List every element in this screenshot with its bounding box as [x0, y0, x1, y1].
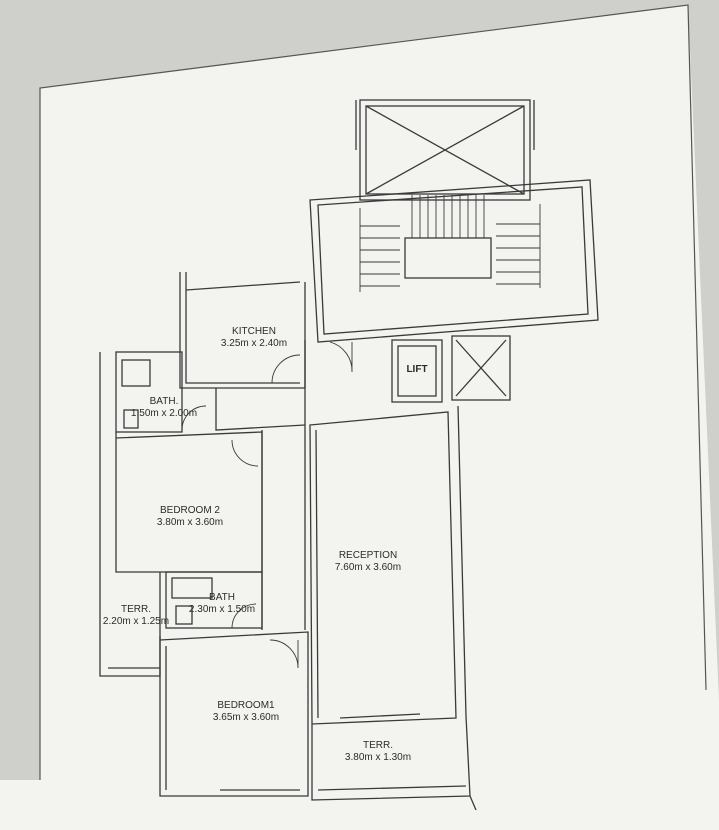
- room-dimensions: 3.80m x 3.60m: [156, 517, 224, 528]
- terr2-walls: [311, 715, 477, 811]
- terr1-walls: [99, 352, 161, 677]
- bath2-walls: [165, 571, 263, 629]
- stair-core: [309, 179, 599, 343]
- bedroom1-walls: [159, 631, 309, 797]
- sheet-border: [39, 4, 707, 780]
- bath1-walls: [115, 351, 207, 433]
- room-name: TERR.: [121, 604, 151, 615]
- room-dimensions: 3.25m x 2.40m: [220, 338, 288, 349]
- room-bedroom1-label: BEDROOM1 3.65m x 3.60m: [213, 700, 279, 724]
- room-name: BATH: [209, 592, 235, 603]
- reception-walls: [309, 405, 467, 725]
- room-terr2-label: TERR. 3.80m x 1.30m: [345, 740, 411, 764]
- room-name: BATH.: [149, 396, 179, 407]
- room-reception-label: RECEPTION 7.60m x 3.60m: [335, 550, 401, 574]
- room-dimensions: 2.20m x 1.25m: [102, 616, 170, 627]
- room-kitchen-label: KITCHEN 3.25m x 2.40m: [221, 326, 287, 350]
- room-dimensions: 3.80m x 1.30m: [344, 752, 412, 763]
- room-name: KITCHEN: [232, 326, 276, 337]
- lift-block: [391, 335, 511, 403]
- room-dimensions: 3.65m x 3.60m: [212, 712, 280, 723]
- room-dimensions: 2.30m x 1.50m: [188, 604, 256, 615]
- room-terr1-label: TERR. 2.20m x 1.25m: [103, 604, 169, 628]
- room-name: RECEPTION: [338, 550, 398, 561]
- kitchen-walls: [179, 272, 306, 389]
- room-name: TERR.: [363, 740, 393, 751]
- room-name: BEDROOM1: [217, 700, 275, 711]
- lift-label: LIFT: [406, 364, 428, 375]
- void-shaft: [355, 99, 535, 201]
- room-dimensions: 7.60m x 3.60m: [334, 562, 402, 573]
- stair-treads: [359, 195, 541, 292]
- room-bath1-label: BATH. 1.50m x 2.00m: [131, 396, 197, 420]
- room-dimensions: 1.50m x 2.00m: [130, 408, 198, 419]
- room-name: BEDROOM 2: [159, 505, 220, 516]
- room-bath2-label: BATH 2.30m x 1.50m: [189, 592, 255, 616]
- room-bedroom2-label: BEDROOM 2 3.80m x 3.60m: [157, 505, 223, 529]
